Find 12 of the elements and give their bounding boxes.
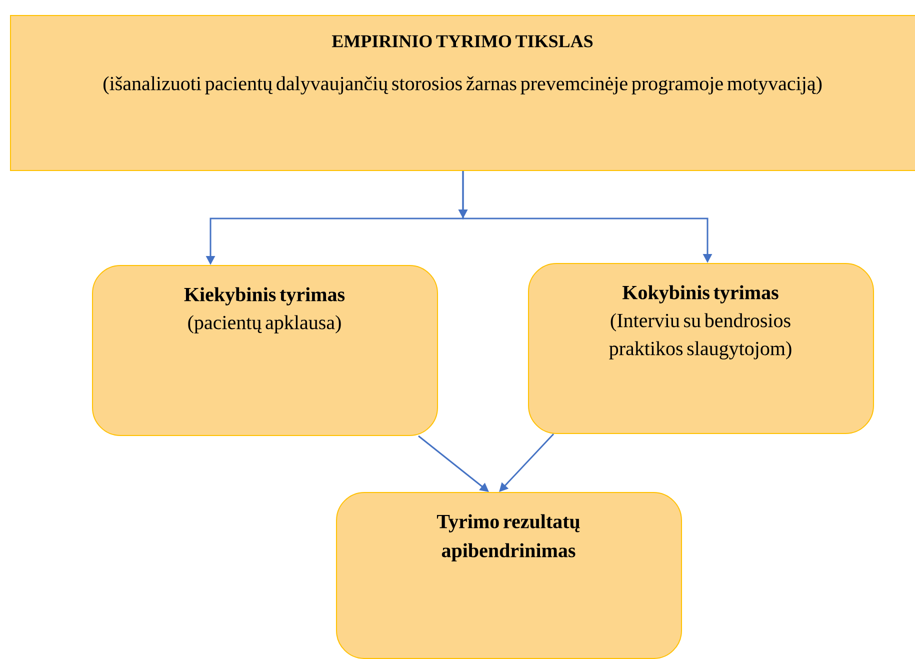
heading: Tyrimo rezultatų apibendrinimas — [436, 514, 580, 562]
heading: Kokybinis tyrimas — [622, 285, 778, 304]
description: (išanalizuoti pacientų dalyvaujančių storosios žarnas prevemcinėje programoje motyvaciją) — [104, 76, 822, 94]
heading: Kiekybinis tyrimas — [184, 287, 345, 306]
process-box — [336, 492, 682, 659]
description: (pacientų apklausa) — [188, 315, 341, 334]
goal-box — [10, 15, 915, 171]
arrow — [499, 434, 554, 492]
description: (Interviu su bendrosios praktikos slaugytojom) — [609, 313, 792, 360]
heading: EMPIRINIO TYRIMO TIKSLAS — [332, 35, 593, 48]
process-box — [92, 265, 438, 436]
process-box — [528, 263, 874, 434]
